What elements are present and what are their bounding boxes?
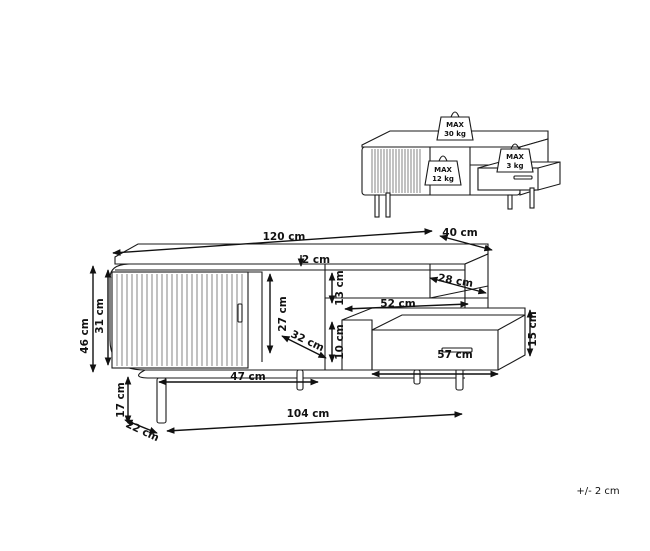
label-drawer-width: 57 cm	[437, 349, 472, 361]
label-leg-depth: 22 cm	[124, 418, 161, 444]
tolerance-note: +/- 2 cm	[576, 486, 619, 497]
main-tambour-door	[111, 271, 249, 369]
weight-icon-top: MAX 30 kg	[436, 111, 474, 141]
label-compartment-width: 47 cm	[230, 371, 265, 383]
label-leg-height: 17 cm	[115, 382, 127, 417]
preview-cabinet	[361, 130, 561, 218]
label-drawer-gap: 10 cm	[334, 324, 346, 359]
weight-icon-shelf: MAX 12 kg	[424, 155, 462, 186]
label-shelf-height: 13 cm	[334, 270, 346, 305]
preview-legs	[374, 187, 535, 218]
preview-tambour-door	[371, 149, 421, 193]
door-handle	[237, 303, 243, 323]
label-leg-span: 104 cm	[287, 408, 330, 420]
label-drawer-height: 15 cm	[527, 311, 539, 346]
weight-top-label: MAX	[446, 121, 464, 129]
weight-drawer-value: 3 kg	[507, 162, 524, 170]
dimension-lines	[89, 228, 534, 434]
label-top-thickness: 2 cm	[302, 254, 330, 266]
main-drawer	[341, 307, 526, 371]
weight-drawer-label: MAX	[506, 153, 524, 161]
label-width: 120 cm	[263, 231, 306, 243]
drawer-handle	[441, 347, 473, 353]
label-depth: 40 cm	[442, 227, 477, 239]
weight-icon-drawer: MAX 3 kg	[496, 143, 534, 173]
weight-top-value: 30 kg	[444, 130, 466, 138]
label-compartment-height: 27 cm	[277, 296, 289, 331]
label-drawer-inner-width: 52 cm	[380, 298, 415, 310]
weight-shelf-label: MAX	[434, 166, 452, 174]
label-body-height: 31 cm	[94, 298, 106, 333]
weight-shelf-value: 12 kg	[432, 175, 454, 183]
label-total-height: 46 cm	[79, 318, 91, 353]
